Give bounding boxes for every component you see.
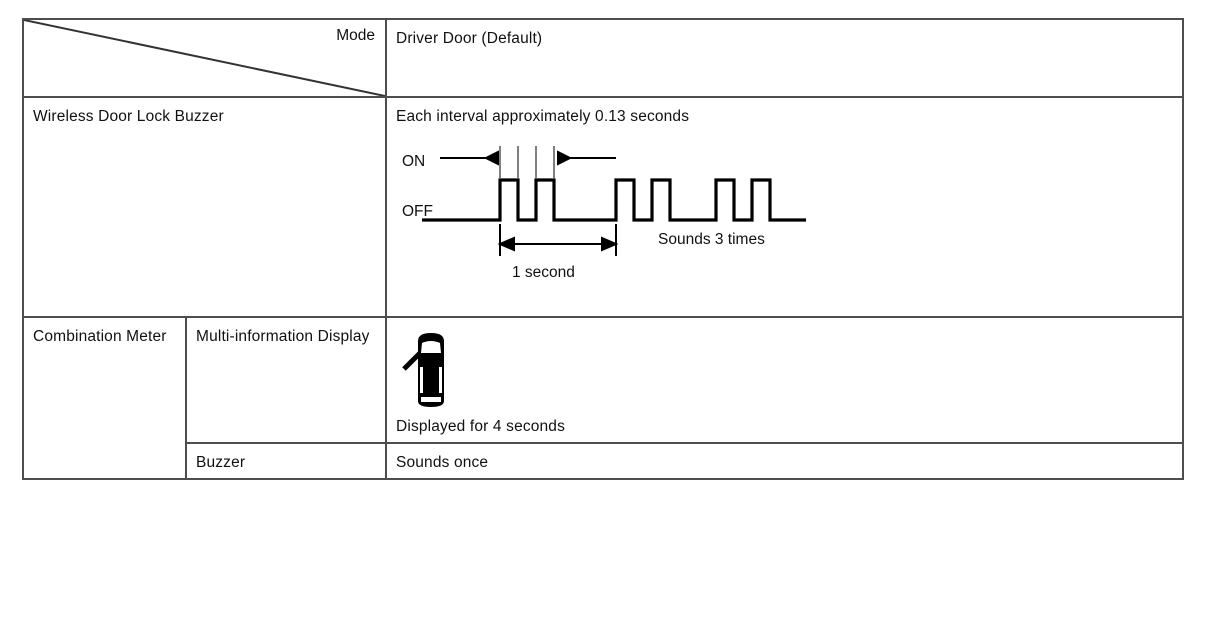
mode-header-label: Mode	[336, 27, 375, 44]
waveform-svg: ON OFF	[402, 146, 806, 281]
table-row: Combination Meter Multi-information Disp…	[22, 316, 1184, 480]
sub-label-text: Buzzer	[196, 454, 246, 471]
sub-label-multi-information-display: Multi-information Display	[185, 316, 387, 444]
displayed-duration-text: Displayed for 4 seconds	[396, 418, 565, 435]
mode-value-cell: Driver Door (Default)	[385, 18, 1184, 98]
row-label-wireless-door-lock-buzzer: Wireless Door Lock Buzzer	[22, 96, 387, 318]
buzzer-waveform-diagram: ON OFF	[400, 140, 860, 310]
waveform-pulse-train	[422, 178, 806, 222]
one-second-label: 1 second	[512, 264, 575, 281]
car-door-open-icon	[400, 331, 1174, 409]
waveform-on-label: ON	[402, 153, 425, 170]
sub-label-text: Multi-information Display	[196, 328, 370, 345]
mode-specification-table: Mode Driver Door (Default) Wireless Door…	[22, 18, 1184, 480]
row-label-text: Wireless Door Lock Buzzer	[33, 108, 224, 125]
car-top-view-icon	[402, 333, 444, 407]
sounds-3-times-label: Sounds 3 times	[658, 231, 765, 248]
table-row: Buzzer Sounds once	[23, 442, 1184, 480]
table-row: Wireless Door Lock Buzzer Each interval …	[22, 96, 1184, 318]
buzzer-once-cell: Sounds once	[385, 442, 1184, 480]
mid-content-cell: Displayed for 4 seconds	[385, 316, 1184, 444]
row-label-combination-meter: Combination Meter	[22, 316, 187, 480]
table-header-row: Mode Driver Door (Default)	[22, 18, 1184, 98]
sounds-once-text: Sounds once	[396, 454, 489, 471]
interval-arrow-markers	[440, 150, 616, 166]
interval-note-text: Each interval approximately 0.13 seconds	[396, 108, 690, 125]
diagonal-line-icon	[24, 20, 385, 96]
sub-label-buzzer: Buzzer	[185, 442, 387, 480]
interval-guide-lines	[499, 146, 555, 178]
buzzer-content-cell: Each interval approximately 0.13 seconds…	[385, 96, 1184, 318]
row-label-text: Combination Meter	[33, 328, 167, 345]
diagonal-split-header: Mode	[24, 20, 385, 96]
one-second-dimension	[497, 224, 619, 256]
mode-value-label: Driver Door (Default)	[396, 30, 543, 47]
diagonal-header-cell: Mode	[22, 18, 387, 98]
waveform-off-label: OFF	[402, 203, 433, 220]
